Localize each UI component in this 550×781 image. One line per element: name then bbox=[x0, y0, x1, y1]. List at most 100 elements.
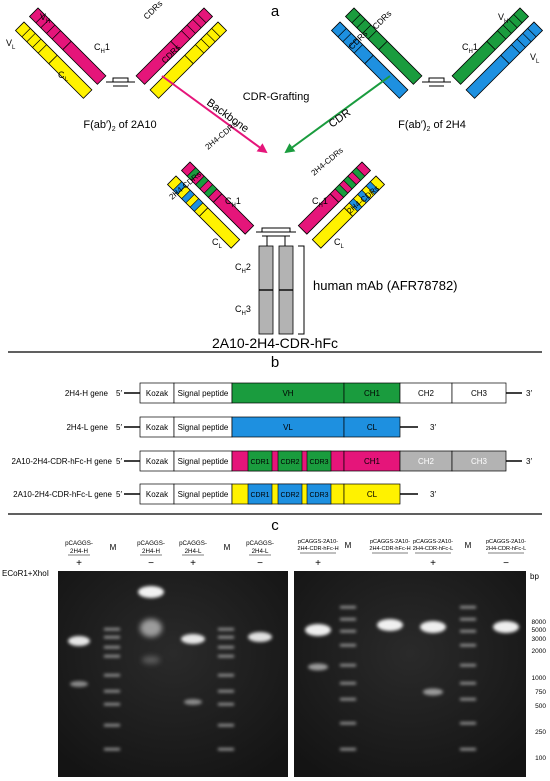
svg-text:CL: CL bbox=[367, 490, 378, 499]
ch3-label: CH3 bbox=[235, 304, 251, 317]
h4cdrs-label-1: 2H4-CDRs bbox=[204, 120, 239, 152]
vh-label-right: VH bbox=[498, 12, 508, 25]
light-chain-chimeric-left-arm bbox=[166, 175, 241, 249]
svg-text:+: + bbox=[430, 558, 436, 569]
five-prime: 5′ bbox=[116, 490, 122, 499]
band bbox=[248, 632, 272, 642]
lane-headers: pCAGGS- 2H4-H + M pCAGGS- 2H4-H − pCAGGS… bbox=[65, 539, 526, 569]
svg-text:CDR1: CDR1 bbox=[250, 459, 269, 466]
svg-text:2H4-L: 2H4-L bbox=[185, 548, 202, 555]
svg-text:750: 750 bbox=[535, 689, 546, 696]
svg-text:2H4-CDR-hFc-L: 2H4-CDR-hFc-L bbox=[486, 546, 526, 552]
vh-label-left: VH bbox=[40, 12, 50, 25]
fab2-2h4: CDRs CDRs VH VL CH1 F(ab′)2 of 2H4 bbox=[330, 7, 544, 133]
bp-label: bp bbox=[530, 572, 539, 581]
band bbox=[423, 688, 443, 696]
backbone-arrow bbox=[161, 75, 268, 154]
svg-text:2H4-H: 2H4-H bbox=[142, 548, 160, 555]
svg-text:250: 250 bbox=[535, 729, 546, 736]
svg-text:VH: VH bbox=[282, 389, 293, 398]
svg-text:pCAGGS-: pCAGGS- bbox=[246, 540, 274, 547]
band bbox=[305, 624, 331, 636]
hinge-disulfide-2h4 bbox=[422, 77, 451, 87]
gel-right-background bbox=[294, 571, 526, 777]
cdr3-box bbox=[306, 450, 332, 472]
svg-text:CH3: CH3 bbox=[471, 457, 488, 466]
svg-text:CH1: CH1 bbox=[364, 457, 381, 466]
svg-text:CDR2: CDR2 bbox=[280, 492, 299, 499]
svg-text:pCAGGS-: pCAGGS- bbox=[137, 540, 165, 547]
ch1-label-chimeric-left: CH1 bbox=[225, 196, 241, 209]
ladder-header-1: M bbox=[110, 543, 117, 552]
svg-text:Kozak: Kozak bbox=[146, 490, 169, 499]
human-mab-label: human mAb (AFR78782) bbox=[313, 278, 458, 293]
svg-text:100: 100 bbox=[535, 755, 546, 762]
ladder-lane-3 bbox=[340, 606, 356, 751]
fab2-2a10-label: F(ab′)2 of 2A10 bbox=[83, 119, 156, 133]
svg-text:2H4-H: 2H4-H bbox=[70, 548, 88, 555]
cdr1-box bbox=[247, 450, 273, 472]
light-chain-2a10-right-arm bbox=[149, 21, 228, 99]
band bbox=[308, 663, 328, 671]
svg-text:Signal peptide: Signal peptide bbox=[178, 423, 229, 432]
enzyme-label: ECoR1+XhoI bbox=[2, 569, 49, 578]
bp-ladder-labels: 8000 5000 3000 2000 1000 750 500 250 100 bbox=[532, 619, 547, 762]
heavy-chain-2a10-right-arm bbox=[135, 7, 214, 85]
svg-text:pCAGGS-2A10-: pCAGGS-2A10- bbox=[298, 539, 338, 545]
gene-name: 2H4-H gene bbox=[65, 389, 109, 398]
svg-text:2000: 2000 bbox=[532, 648, 547, 655]
cdr3-box bbox=[306, 483, 332, 505]
cl-label-left: CL bbox=[58, 70, 69, 83]
band bbox=[138, 586, 164, 598]
cdr-arrow bbox=[284, 75, 391, 154]
light-chain-2h4-left-arm bbox=[330, 21, 409, 99]
ladder-header-2: M bbox=[224, 543, 231, 552]
ladder-lane-2 bbox=[218, 628, 234, 751]
h4cdrs-label-3: 2H4-CDRs bbox=[310, 146, 345, 178]
svg-text:pCAGGS-2A10-: pCAGGS-2A10- bbox=[413, 539, 453, 545]
fc-region bbox=[258, 245, 294, 335]
ch2-label: CH2 bbox=[235, 262, 251, 275]
heavy-chain-chimeric-left-arm bbox=[180, 161, 255, 235]
svg-text:2H4-CDR-hFc-L: 2H4-CDR-hFc-L bbox=[413, 546, 453, 552]
heavy-chain-2h4-left-arm bbox=[344, 7, 423, 85]
heavy-chain-2a10-left-arm bbox=[28, 7, 107, 85]
svg-text:2H4-CDR-hFc-H: 2H4-CDR-hFc-H bbox=[297, 546, 338, 552]
svg-text:3000: 3000 bbox=[532, 636, 547, 643]
light-chain-chimeric-right-arm bbox=[311, 175, 386, 249]
ladder-header-3: M bbox=[345, 541, 352, 550]
ch1-label-chimeric-right: CH1 bbox=[312, 196, 328, 209]
svg-text:5000: 5000 bbox=[532, 627, 547, 634]
gene-row-2h4-h: 2H4-H gene 5′ Kozak Signal peptide VH CH… bbox=[65, 382, 532, 404]
svg-text:CH3: CH3 bbox=[471, 389, 488, 398]
svg-text:Kozak: Kozak bbox=[146, 389, 169, 398]
svg-text:Kozak: Kozak bbox=[146, 457, 169, 466]
band bbox=[68, 636, 90, 646]
cdr-grafting-label: CDR-Grafting bbox=[243, 91, 310, 103]
three-prime: 3′ bbox=[526, 457, 532, 466]
gene-name: 2A10-2H4-CDR-hFc-L gene bbox=[13, 490, 112, 499]
panel-b-label: b bbox=[271, 354, 279, 371]
svg-text:CDR3: CDR3 bbox=[309, 492, 328, 499]
light-chain-2a10-left-arm bbox=[14, 21, 93, 99]
gel-right bbox=[294, 571, 526, 777]
svg-text:Signal peptide: Signal peptide bbox=[178, 389, 229, 398]
cdr-label: CDR bbox=[327, 107, 353, 131]
hinge-disulfide-chimeric bbox=[256, 227, 296, 246]
band bbox=[181, 634, 205, 644]
chimeric-antibody: human mAb (AFR78782) CH2 CH3 CH1 CH1 CL … bbox=[166, 120, 458, 351]
heavy-chain-2h4-right-arm bbox=[451, 7, 530, 85]
hinge-disulfide-2a10 bbox=[106, 77, 135, 87]
gel-left bbox=[58, 571, 288, 777]
svg-text:Kozak: Kozak bbox=[146, 423, 169, 432]
vl-label-right: VL bbox=[530, 52, 540, 65]
band bbox=[140, 619, 162, 637]
vl-label-left: VL bbox=[6, 38, 16, 51]
svg-text:8000: 8000 bbox=[532, 619, 547, 626]
svg-text:2H4-L: 2H4-L bbox=[252, 548, 269, 555]
cl-label-chimeric-right: CL bbox=[334, 237, 345, 250]
grafting-arrows: CDR-Grafting Backbone CDR bbox=[161, 75, 391, 154]
svg-text:pCAGGS-2A10-: pCAGGS-2A10- bbox=[370, 539, 410, 545]
ch1-label-left: CH1 bbox=[94, 42, 110, 55]
